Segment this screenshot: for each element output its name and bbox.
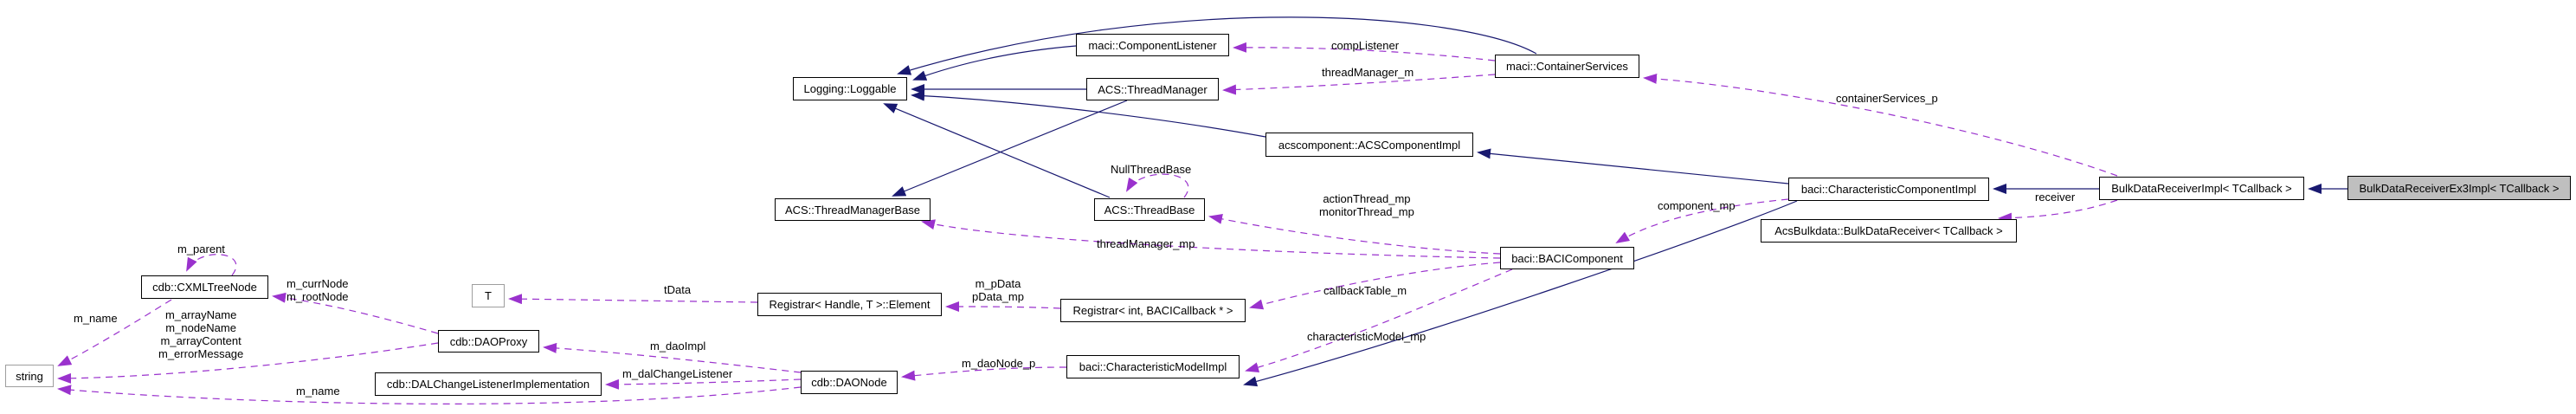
node-registrar-handle-t-element[interactable]: Registrar< Handle, T >::Element	[757, 293, 942, 316]
node-logging-loggable[interactable]: Logging::Loggable	[793, 77, 907, 100]
edge-complistener	[1233, 42, 1496, 61]
edge-label-m-daonode-p: m_daoNode_p	[962, 357, 1036, 370]
edge-label-receiver: receiver	[2035, 191, 2076, 204]
node-registrar-int-bacicallback[interactable]: Registrar< int, BACICallback * >	[1060, 299, 1246, 322]
edge-label-m-parent: m_parent	[177, 243, 225, 256]
edge-label-m-name-daonode: m_name	[296, 385, 340, 398]
edge-label-actionthread-monitorthread: actionThread_mp monitorThread_mp	[1319, 192, 1414, 218]
edge-label-m-dalchangelistener: m_dalChangeListener	[622, 367, 733, 380]
edge-charcompimpl-to-acscomponentimpl	[1477, 148, 1789, 184]
node-baci-characteristiccomponentimpl[interactable]: baci::CharacteristicComponentImpl	[1788, 178, 1989, 201]
edge-containerservices-p	[1643, 73, 2118, 177]
edge-label-m-rootnode: m_rootNode	[287, 290, 349, 303]
edge-m-name-daonode	[57, 385, 802, 404]
edge-receiver	[1998, 199, 2118, 223]
edge-label-m-name-tree: m_name	[74, 312, 118, 325]
edge-m-arraynames	[57, 342, 439, 384]
edge-containerservices-to-loggable	[897, 16, 1537, 75]
edge-m-pdata	[945, 301, 1061, 313]
edge-label-m-arraynames: m_arrayName m_nodeName m_arrayContent m_…	[158, 308, 243, 360]
edge-label-m-currnode-rootnode: m_currNode m_rootNode	[287, 277, 349, 303]
node-baci-characteristicmodelimpl[interactable]: baci::CharacteristicModelImpl	[1066, 355, 1240, 378]
node-t[interactable]: T	[472, 284, 505, 307]
edge-callbacktable-m	[1249, 262, 1501, 310]
edge-label-m-daoimpl: m_daoImpl	[650, 340, 706, 353]
edge-acscomponentimpl-to-loggable	[911, 90, 1266, 138]
edge-label-characteristicmodel-mp: characteristicModel_mp	[1307, 330, 1426, 343]
edge-label-actionthread-mp: actionThread_mp	[1323, 192, 1411, 205]
edge-characteristicmodel-mp	[1245, 268, 1513, 373]
edge-nullthreadbase-selfloop	[1125, 173, 1189, 198]
edge-threadmanager-m	[1222, 74, 1496, 95]
edge-label-monitorthread-mp: monitorThread_mp	[1319, 205, 1414, 218]
edge-label-component-mp: component_mp	[1658, 199, 1736, 212]
edge-threadbase-to-loggable	[883, 103, 1111, 198]
edge-label-m-pdata: m_pData pData_mp	[972, 277, 1024, 303]
edge-label-m-pdata-line1: m_pData	[975, 277, 1021, 290]
edge-label-threadmanager-mp: threadManager_mp	[1097, 237, 1195, 250]
node-acs-threadbase[interactable]: ACS::ThreadBase	[1094, 198, 1205, 221]
node-string[interactable]: string	[5, 365, 54, 387]
node-acscomponent-acscomponentimpl[interactable]: acscomponent::ACSComponentImpl	[1265, 133, 1473, 157]
edge-label-tdata: tData	[664, 283, 692, 296]
edge-actionthread-monitorthread	[1208, 213, 1501, 255]
node-baci-bacicomponent[interactable]: baci::BACIComponent	[1500, 247, 1634, 269]
node-cdb-daonode[interactable]: cdb::DAONode	[801, 371, 898, 394]
edge-label-m-arraycontent: m_arrayContent	[160, 334, 242, 347]
edge-label-m-nodename: m_nodeName	[165, 321, 236, 334]
node-bulkdatareceiverimpl[interactable]: BulkDataReceiverImpl< TCallback >	[2099, 177, 2304, 200]
edge-label-m-arrayname: m_arrayName	[164, 308, 237, 321]
node-acs-threadmanagerbase[interactable]: ACS::ThreadManagerBase	[775, 198, 931, 221]
edge-m-daonode-p	[901, 366, 1067, 381]
edge-label-complistener: compListener	[1331, 39, 1400, 52]
edge-m-name-tree	[57, 299, 172, 366]
edge-component-mp	[1615, 198, 1789, 244]
node-cdb-daoproxy[interactable]: cdb::DAOProxy	[438, 330, 539, 353]
edge-label-m-pdata-line2: pData_mp	[972, 290, 1024, 303]
edge-label-m-errormessage: m_errorMessage	[158, 347, 244, 360]
node-acsbulkdata-bulkdatareceiver[interactable]: AcsBulkdata::BulkDataReceiver< TCallback…	[1761, 219, 2017, 243]
edge-m-parent-selfloop	[186, 254, 237, 276]
node-maci-componentlistener[interactable]: maci::ComponentListener	[1076, 34, 1229, 56]
node-acs-threadmanager[interactable]: ACS::ThreadManager	[1086, 78, 1219, 100]
edge-tdata	[508, 294, 758, 305]
node-cdb-cxmltreenode[interactable]: cdb::CXMLTreeNode	[141, 275, 268, 299]
edge-label-containerservices-p: containerServices_p	[1836, 92, 1938, 105]
node-maci-containerservices[interactable]: maci::ContainerServices	[1495, 55, 1639, 78]
edge-charcompimpl-to-charmodelimpl	[1243, 200, 1798, 387]
node-cdb-dalchangelistenerimplementation[interactable]: cdb::DALChangeListenerImplementation	[375, 372, 602, 396]
edge-threadmanager-mp	[921, 219, 1501, 259]
edge-label-m-currnode: m_currNode	[287, 277, 349, 290]
edge-label-threadmanager-m: threadManager_m	[1322, 66, 1414, 79]
edge-componentlistener-to-loggable	[912, 45, 1077, 81]
edge-label-nullthreadbase: NullThreadBase	[1111, 163, 1192, 176]
edge-threadmanager-to-threadmanagerbase	[892, 100, 1128, 197]
node-bulkdatareceiverex3impl: BulkDataReceiverEx3Impl< TCallback >	[2347, 176, 2571, 200]
edge-label-callbacktable-m: callbackTable_m	[1323, 284, 1407, 297]
edge-m-currnode-rootnode	[272, 292, 439, 334]
